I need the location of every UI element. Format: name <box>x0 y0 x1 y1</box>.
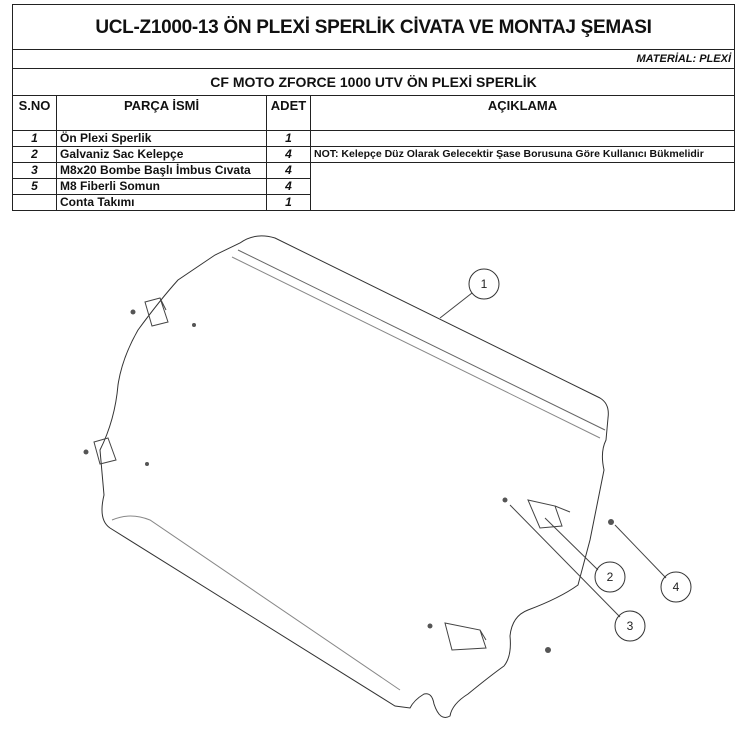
callout-3: 3 <box>614 610 646 642</box>
plexi-shield-outline <box>99 235 609 718</box>
callout-2: 2 <box>594 561 626 593</box>
header-desc: AÇIKLAMA <box>310 95 735 131</box>
callout-4: 4 <box>660 571 692 603</box>
product-subtitle: CF MOTO ZFORCE 1000 UTV ÖN PLEXİ SPERLİK <box>12 68 735 96</box>
document-title: UCL-Z1000-13 ÖN PLEXİ SPERLİK CİVATA VE … <box>12 4 735 50</box>
callout-label: 3 <box>627 619 634 633</box>
callout-label: 1 <box>481 277 488 291</box>
row-part: Conta Takımı <box>56 194 267 211</box>
clamp-brackets <box>93 297 571 651</box>
header-qty: ADET <box>266 95 311 131</box>
bolts-nuts <box>83 309 614 653</box>
table-header: S.NO PARÇA İSMİ ADET AÇIKLAMA <box>12 95 735 131</box>
table-row: 2 Galvaniz Sac Kelepçe 4 NOT: Kelepçe Dü… <box>12 146 735 163</box>
row-part: M8x20 Bombe Başlı İmbus Cıvata <box>56 162 267 179</box>
table-row: 3 M8x20 Bombe Başlı İmbus Cıvata 4 <box>12 162 735 211</box>
row-qty: 1 <box>266 194 311 211</box>
callout-lines <box>439 292 667 618</box>
row-note: NOT: Kelepçe Düz Olarak Gelecektir Şase … <box>310 146 735 163</box>
parts-table: UCL-Z1000-13 ÖN PLEXİ SPERLİK CİVATA VE … <box>12 4 735 211</box>
row-desc <box>310 162 735 211</box>
table-row: Conta Takımı 1 <box>12 194 735 211</box>
callout-label: 2 <box>607 570 614 584</box>
header-part: PARÇA İSMİ <box>56 95 267 131</box>
callout-1: 1 <box>468 268 500 300</box>
callout-label: 4 <box>673 580 680 594</box>
